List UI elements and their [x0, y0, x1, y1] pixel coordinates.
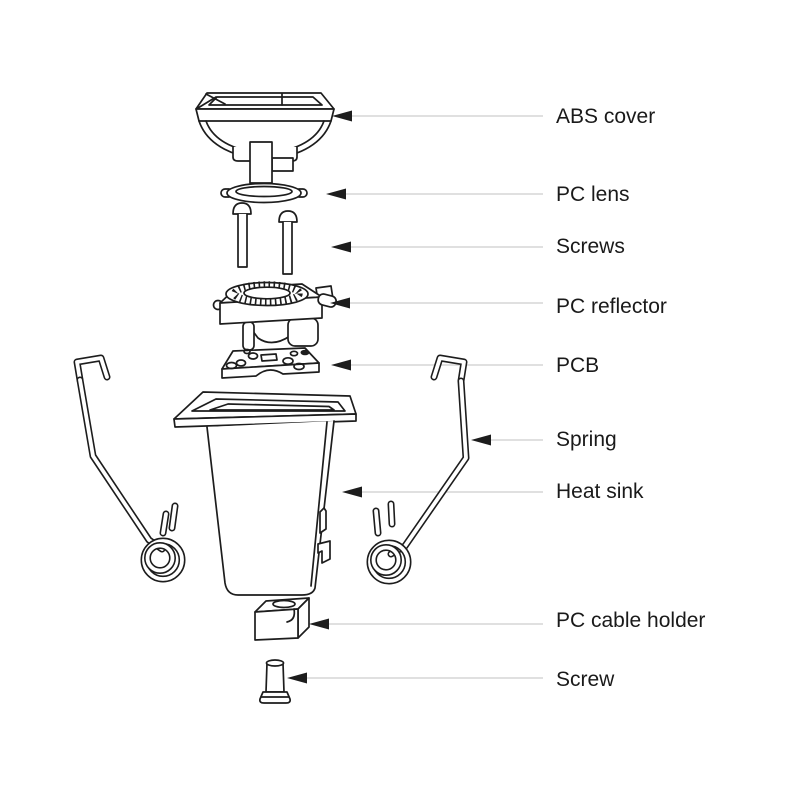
leader-lines: [287, 110, 543, 684]
screw-drawing: [258, 659, 292, 704]
label-pc-reflector: PC reflector: [556, 294, 667, 318]
heat-sink-drawing: [173, 391, 357, 596]
arrow-pcb: [331, 359, 351, 371]
pc-cable-holder-drawing: [254, 597, 310, 641]
label-screws: Screws: [556, 234, 625, 258]
pc-reflector-drawing: [212, 281, 337, 351]
abs-cover-drawing: [195, 92, 335, 184]
label-pcb: PCB: [556, 353, 600, 377]
leader-pc-lens: [326, 188, 543, 200]
spring-left-drawing: [73, 354, 186, 583]
leader-abs-cover: [332, 110, 543, 122]
leader-pcb: [331, 359, 543, 371]
leader-spring: [471, 434, 543, 446]
leader-screws: [331, 241, 543, 253]
leader-heat-sink: [342, 486, 543, 498]
label-screw: Screw: [556, 667, 615, 691]
leader-pc-reflector: [330, 297, 543, 309]
leader-pc-cable-holder: [309, 618, 543, 630]
arrow-heat-sink: [342, 486, 362, 498]
label-spring: Spring: [556, 427, 617, 451]
spring-right-drawing: [366, 354, 470, 585]
arrow-pc-lens: [326, 188, 346, 200]
label-pc-lens: PC lens: [556, 182, 630, 206]
label-abs-cover: ABS cover: [556, 104, 656, 128]
leader-screw: [287, 672, 543, 684]
arrow-screw: [287, 672, 307, 684]
label-pc-cable-holder: PC cable holder: [556, 608, 706, 632]
arrow-abs-cover: [332, 110, 352, 122]
arrow-pc-reflector: [330, 297, 350, 309]
arrow-pc-cable-holder: [309, 618, 329, 630]
screws-drawing: [232, 202, 298, 275]
pc-lens-drawing: [220, 182, 308, 204]
arrow-screws: [331, 241, 351, 253]
label-heat-sink: Heat sink: [556, 479, 644, 503]
pcb-drawing: [221, 347, 320, 379]
arrow-spring: [471, 434, 491, 446]
